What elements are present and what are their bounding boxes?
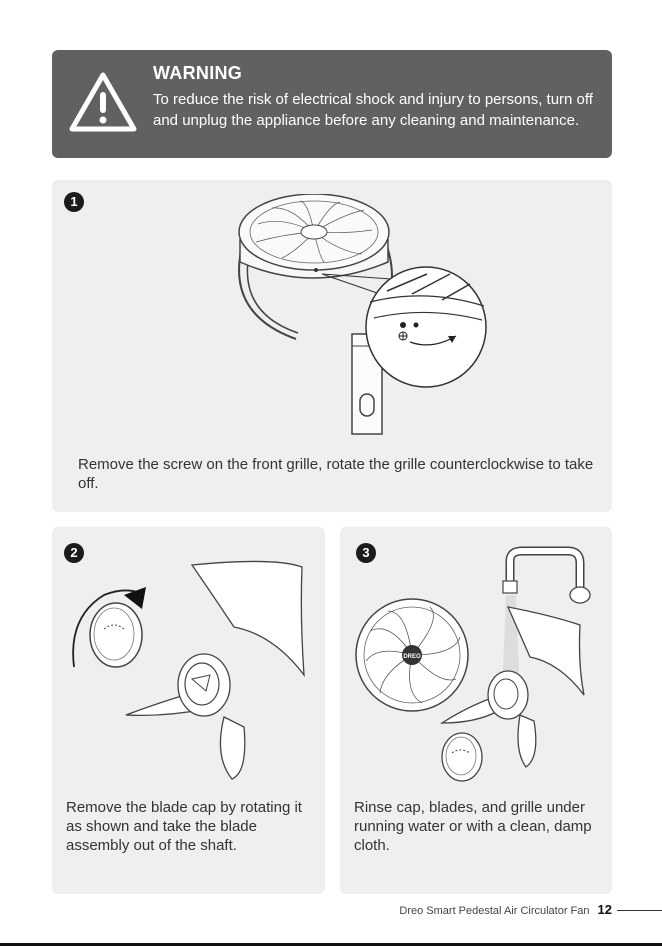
step-2-badge: 2 <box>64 543 84 563</box>
step-1-card: 1 <box>52 180 612 512</box>
page-number: 12 <box>597 902 612 917</box>
warning-text: To reduce the risk of electrical shock a… <box>153 91 593 129</box>
warning-triangle-icon <box>69 72 137 132</box>
page-footer: Dreo Smart Pedestal Air Circulator Fan 12 <box>399 902 612 917</box>
step-3-card: 3 DREO Rinse cap, blades, and grille und… <box>340 527 612 894</box>
step-2-card: 2 Remove the blade cap by rotating it as… <box>52 527 325 894</box>
rinse-parts-illustration: DREO <box>355 546 591 782</box>
footer-product-name: Dreo Smart Pedestal Air Circulator Fan <box>399 905 590 917</box>
step-2-caption: Remove the blade cap by rotating it as s… <box>66 799 302 854</box>
blade-cap-removal-illustration <box>72 560 305 780</box>
step-1-caption: Remove the screw on the front grille, ro… <box>78 456 594 492</box>
page-bottom-rule <box>0 943 662 946</box>
step-1-badge: 1 <box>64 192 84 212</box>
footer-rule <box>617 910 662 911</box>
warning-banner: WARNING To reduce the risk of electrical… <box>52 50 612 158</box>
grille-logo-text: DREO <box>403 654 421 660</box>
step-3-badge: 3 <box>356 543 376 563</box>
step-3-caption: Rinse cap, blades, and grille under runn… <box>354 799 592 854</box>
fan-front-grille-illustration <box>238 194 487 435</box>
warning-title: WARNING <box>153 63 243 83</box>
